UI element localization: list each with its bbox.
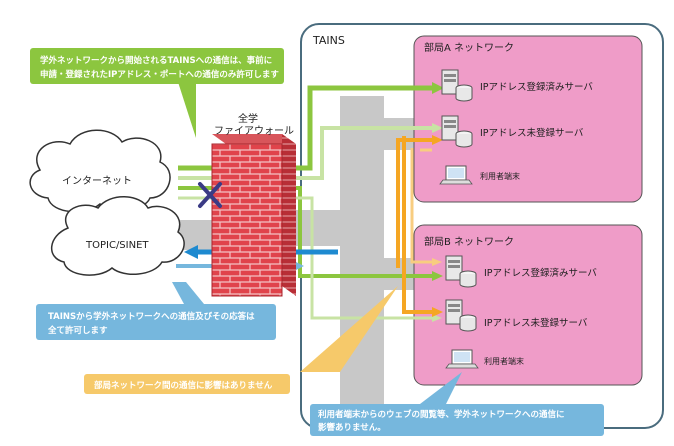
server-a-unregistered-label: IPアドレス未登録サーバ: [480, 127, 584, 139]
topic-sinet-cloud: TOPIC/SINET: [51, 196, 185, 276]
server-a-registered-icon: [441, 69, 473, 102]
inter-department-callout: 部局ネットワーク間の通信に影響はありません: [84, 286, 398, 394]
outbound-policy-callout: TAINSから学外ネットワークへの通信及びその応答は 全て許可します: [36, 282, 276, 340]
department-b-box: [413, 224, 643, 386]
outbound-policy-line2: 全て許可します: [47, 325, 108, 336]
firewall: [211, 134, 296, 297]
server-b-registered-label: IPアドレス登録済みサーバ: [484, 267, 597, 279]
department-b-title: 部局B ネットワーク: [424, 235, 514, 248]
internet-label: インターネット: [62, 175, 132, 187]
terminal-a-icon: [439, 165, 473, 185]
server-a-registered-label: IPアドレス登録済みサーバ: [480, 81, 593, 93]
inter-department-text: 部局ネットワーク間の通信に影響はありません: [94, 380, 273, 391]
topic-sinet-label: TOPIC/SINET: [85, 240, 149, 251]
server-b-unregistered-icon: [445, 299, 477, 332]
server-a-unregistered-icon: [441, 115, 473, 148]
terminal-policy-line1: 利用者端末からのウェブの閲覧等、学外ネットワークへの通信に: [317, 409, 565, 420]
blocked-x-icon: [198, 182, 222, 208]
external-policy-callout: 学外ネットワークから開始されるTAINSへの通信は、事前に 申請・登録されたIP…: [30, 48, 284, 138]
tains-label: TAINS: [312, 34, 345, 47]
orange-inter-department-arrows: [396, 135, 443, 317]
internet-cloud: インターネット: [29, 129, 171, 213]
terminal-policy-callout: 利用者端末からのウェブの閲覧等、学外ネットワークへの通信に 影響ありません。: [310, 372, 604, 436]
server-b-registered-icon: [445, 255, 477, 288]
terminal-a-label: 利用者端末: [480, 171, 520, 181]
terminal-b-label: 利用者端末: [484, 356, 524, 366]
department-a-title: 部局A ネットワーク: [424, 41, 514, 54]
external-policy-line2: 申請・登録されたIPアドレス・ポートへの通信のみ許可します: [40, 69, 279, 80]
external-policy-line1: 学外ネットワークから開始されるTAINSへの通信は、事前に: [40, 55, 272, 66]
firewall-label-line1: 全学: [238, 112, 258, 125]
server-b-unregistered-label: IPアドレス未登録サーバ: [484, 317, 588, 329]
terminal-policy-line2: 影響ありません。: [318, 422, 386, 433]
department-a-box: [413, 35, 643, 203]
terminal-b-icon: [445, 349, 479, 369]
firewall-label-line2: ファイアウォール: [214, 125, 294, 137]
outbound-policy-line1: TAINSから学外ネットワークへの通信及びその応答は: [48, 311, 255, 322]
